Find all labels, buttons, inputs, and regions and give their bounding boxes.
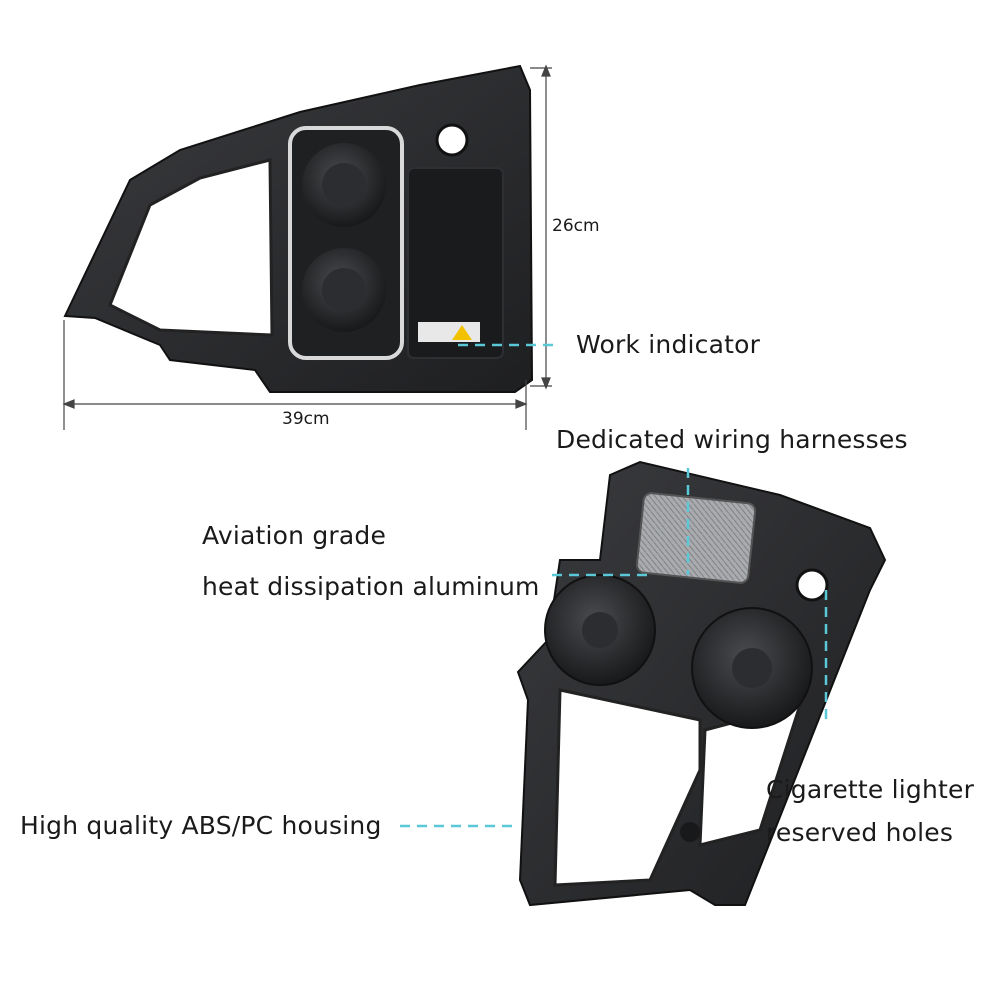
aviation-label-line1: Aviation grade (202, 521, 387, 550)
lighter-label-line1: Cigarette lighter (766, 775, 975, 804)
lighter-label-line2: reserved holes (766, 818, 954, 847)
console-top-view (63, 64, 534, 393)
charging-pad (407, 167, 504, 359)
lighter-hole-top (435, 123, 469, 157)
console-bottom-cutout (553, 688, 702, 887)
work-indicator-label: Work indicator (576, 330, 761, 359)
dimension-lines (62, 64, 552, 430)
wiring-label: Dedicated wiring harnesses (556, 425, 908, 454)
housing-label: High quality ABS/PC housing (20, 811, 382, 840)
lighter-hole-bottom (795, 568, 829, 602)
aviation-label-line2: heat dissipation aluminum (202, 572, 540, 601)
aluminum-heatsink (635, 492, 757, 584)
console-bottom-view (516, 460, 887, 907)
leader-lines (400, 343, 828, 828)
console-top-cutout (108, 158, 274, 337)
height-dimension: 26cm (552, 216, 600, 236)
width-dimension: 39cm (282, 409, 330, 429)
